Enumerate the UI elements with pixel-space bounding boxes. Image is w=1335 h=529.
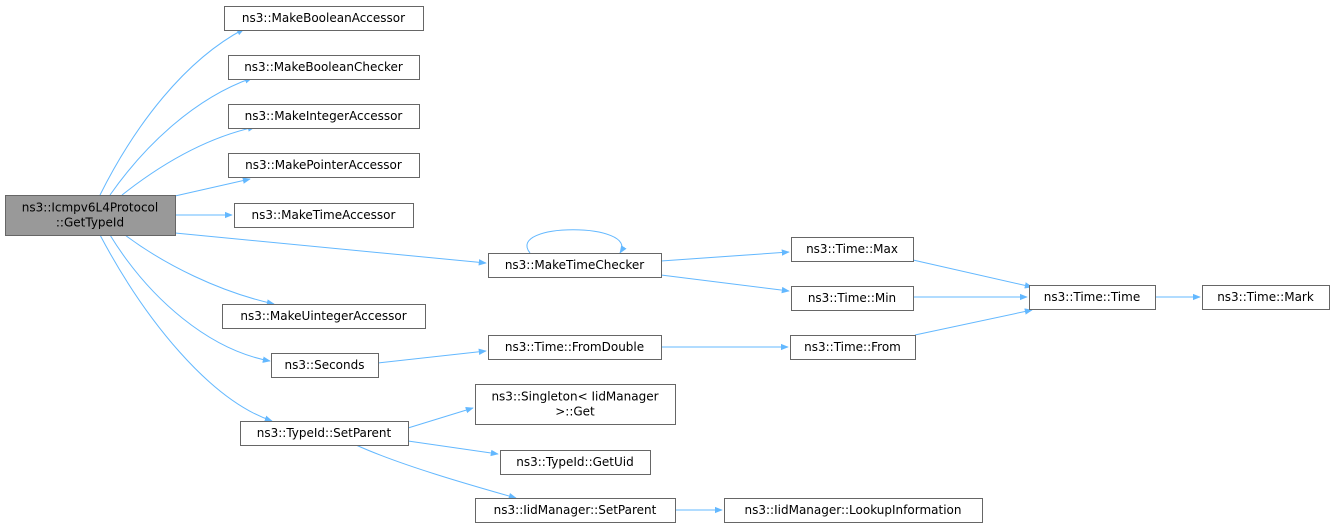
node-label: ns3::Time::FromDouble bbox=[505, 340, 644, 354]
node-box bbox=[488, 253, 662, 278]
node-box bbox=[234, 203, 414, 228]
node-mkboolacc[interactable]: ns3::MakeBooleanAccessor bbox=[224, 6, 424, 31]
node-box bbox=[5, 195, 176, 236]
node-seconds[interactable]: ns3::Seconds bbox=[271, 353, 379, 378]
node-box bbox=[475, 498, 676, 523]
node-label: ns3::Time::From bbox=[804, 340, 901, 354]
edge-root-to-setparent bbox=[99, 234, 273, 422]
node-timemax[interactable]: ns3::Time::Max bbox=[791, 237, 914, 262]
node-box bbox=[790, 335, 916, 360]
edge-root-to-mkintacc bbox=[121, 125, 256, 196]
edge-setparent-to-singleton bbox=[407, 407, 474, 429]
node-label: ns3::Time::Time bbox=[1044, 290, 1140, 304]
edge-mktimechk-to-mktimechk bbox=[526, 229, 627, 254]
node-singleton[interactable]: ns3::Singleton< IidManager>::Get bbox=[475, 384, 676, 425]
node-label: ns3::Seconds bbox=[285, 358, 365, 372]
edge-mktimechk-to-timemin bbox=[660, 274, 790, 294]
node-timemin[interactable]: ns3::Time::Min bbox=[791, 286, 914, 311]
node-label: ns3::MakePointerAccessor bbox=[245, 158, 402, 172]
edge-timefrom-to-timetime bbox=[914, 308, 1033, 336]
node-timefrom[interactable]: ns3::Time::From bbox=[790, 335, 916, 360]
node-label: ns3::Time::Mark bbox=[1217, 290, 1314, 304]
node-label: >::Get bbox=[555, 405, 595, 419]
node-label: ns3::Singleton< IidManager bbox=[491, 390, 658, 404]
node-lookup[interactable]: ns3::IidManager::LookupInformation bbox=[724, 498, 983, 523]
edge-root-to-mkptracc bbox=[174, 177, 251, 197]
edge-root-to-mkboolacc bbox=[99, 28, 245, 196]
node-label: ::GetTypeId bbox=[56, 216, 124, 230]
node-box bbox=[228, 104, 420, 129]
node-label: ns3::Time::Min bbox=[808, 291, 896, 305]
node-mkboolchk[interactable]: ns3::MakeBooleanChecker bbox=[228, 55, 420, 80]
node-label: ns3::Icmpv6L4Protocol bbox=[22, 201, 158, 215]
node-iidsetparent[interactable]: ns3::IidManager::SetParent bbox=[475, 498, 676, 523]
edge-mktimechk-to-timemax bbox=[660, 249, 790, 262]
edge-timemax-to-timetime bbox=[912, 259, 1033, 289]
node-box bbox=[791, 286, 914, 311]
node-label: ns3::MakeBooleanAccessor bbox=[242, 11, 405, 25]
edge-root-to-mkuintacc bbox=[124, 234, 275, 306]
node-setparent[interactable]: ns3::TypeId::SetParent bbox=[240, 421, 409, 446]
node-layer: ns3::Icmpv6L4Protocol::GetTypeIdns3::Mak… bbox=[5, 6, 1330, 523]
edge-layer bbox=[99, 28, 1201, 514]
edge-setparent-to-getuid bbox=[407, 440, 499, 457]
node-label: ns3::IidManager::LookupInformation bbox=[745, 503, 962, 517]
node-getuid[interactable]: ns3::TypeId::GetUid bbox=[500, 450, 651, 475]
node-label: ns3::MakeUintegerAccessor bbox=[240, 309, 406, 323]
edge-setparent-to-iidsetparent bbox=[355, 444, 517, 500]
node-timemark[interactable]: ns3::Time::Mark bbox=[1202, 285, 1330, 310]
edge-root-to-mkboolchk bbox=[109, 77, 253, 196]
node-box bbox=[475, 384, 676, 425]
node-box bbox=[1029, 285, 1156, 310]
node-timetime[interactable]: ns3::Time::Time bbox=[1029, 285, 1156, 310]
node-label: ns3::MakeBooleanChecker bbox=[244, 60, 403, 74]
edge-root-to-seconds bbox=[109, 234, 271, 363]
node-mktimechk[interactable]: ns3::MakeTimeChecker bbox=[488, 253, 662, 278]
node-label: ns3::MakeIntegerAccessor bbox=[245, 109, 403, 123]
node-box bbox=[488, 335, 662, 360]
node-box bbox=[222, 304, 426, 329]
edge-root-to-mktimechk bbox=[174, 232, 487, 266]
node-box bbox=[1202, 285, 1330, 310]
node-label: ns3::IidManager::SetParent bbox=[494, 503, 657, 517]
node-label: ns3::TypeId::SetParent bbox=[257, 426, 392, 440]
node-box bbox=[724, 498, 983, 523]
node-box bbox=[271, 353, 379, 378]
node-label: ns3::TypeId::GetUid bbox=[516, 455, 634, 469]
node-fromdouble[interactable]: ns3::Time::FromDouble bbox=[488, 335, 662, 360]
edge-seconds-to-fromdouble bbox=[377, 348, 487, 364]
node-label: ns3::MakeTimeAccessor bbox=[252, 208, 396, 222]
node-label: ns3::MakeTimeChecker bbox=[505, 258, 644, 272]
node-mkptracc[interactable]: ns3::MakePointerAccessor bbox=[228, 153, 420, 178]
node-box bbox=[240, 421, 409, 446]
node-mkuintacc[interactable]: ns3::MakeUintegerAccessor bbox=[222, 304, 426, 329]
node-mkintacc[interactable]: ns3::MakeIntegerAccessor bbox=[228, 104, 420, 129]
node-label: ns3::Time::Max bbox=[806, 242, 898, 256]
node-box bbox=[228, 153, 420, 178]
node-box bbox=[228, 55, 420, 80]
node-box bbox=[791, 237, 914, 262]
node-box bbox=[224, 6, 424, 31]
node-box bbox=[500, 450, 651, 475]
node-mktimeacc[interactable]: ns3::MakeTimeAccessor bbox=[234, 203, 414, 228]
node-root[interactable]: ns3::Icmpv6L4Protocol::GetTypeId bbox=[5, 195, 176, 236]
